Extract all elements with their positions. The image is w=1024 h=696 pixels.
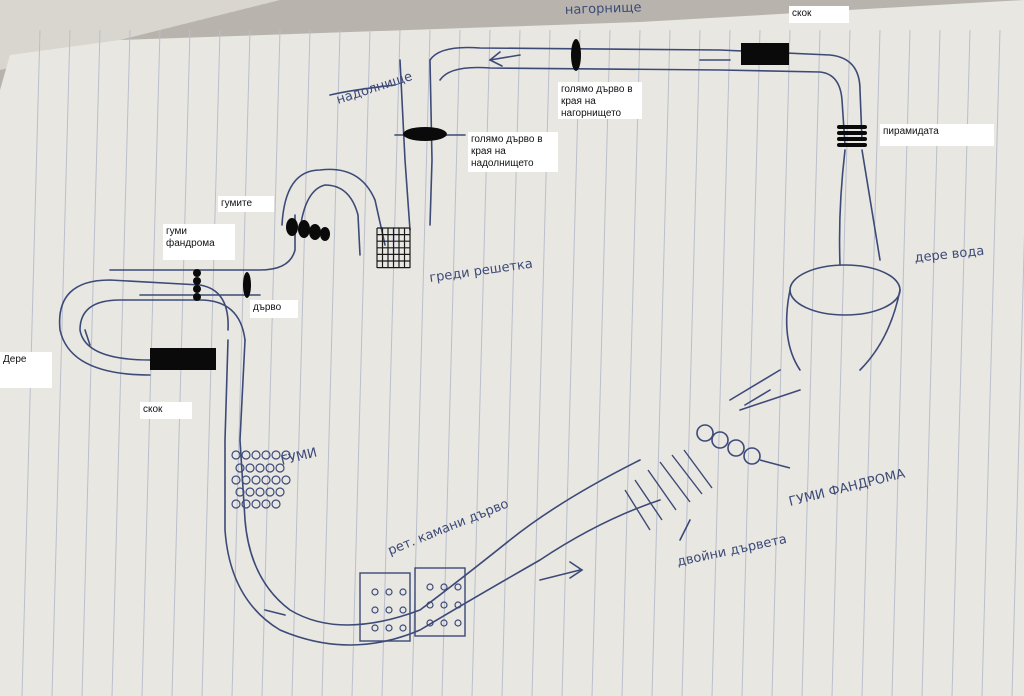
ruled-line xyxy=(51,29,71,696)
rock-circle xyxy=(385,588,393,596)
rock-circle xyxy=(454,619,462,627)
ruled-line xyxy=(681,29,701,696)
ruled-line xyxy=(441,29,461,696)
ruled-line xyxy=(321,29,341,696)
tyre-circle xyxy=(261,475,271,485)
rock-circle xyxy=(399,588,407,596)
tyres-marker xyxy=(286,218,330,241)
label-skok-top: скок xyxy=(789,6,849,23)
tyre-circle xyxy=(255,463,265,473)
rock-circle xyxy=(399,624,407,632)
rock-boxes xyxy=(359,567,466,642)
tyre-circle xyxy=(255,487,265,497)
ruled-line xyxy=(621,29,641,696)
tyre-circle xyxy=(281,450,291,460)
ruled-line xyxy=(381,29,401,696)
rock-circle xyxy=(371,606,379,614)
tyre-circle xyxy=(245,487,255,497)
label-darvo: дърво xyxy=(250,300,298,318)
rock-circle xyxy=(454,601,462,609)
ruled-line xyxy=(81,29,101,696)
rock-circle xyxy=(440,601,448,609)
tyre-circle xyxy=(265,463,275,473)
big-tree-down-marker xyxy=(403,127,447,141)
label-piramidata: пирамидата xyxy=(880,124,994,146)
tyre-circle xyxy=(241,450,251,460)
jump-top-block xyxy=(741,43,789,65)
tyre-circle xyxy=(235,487,245,497)
double-trees-hatch xyxy=(624,449,713,531)
ruled-line xyxy=(771,29,791,696)
tyre-circle xyxy=(251,499,261,509)
label-big-tree-top: голямо дърво в края на нагорнището xyxy=(558,82,642,119)
rock-circle xyxy=(385,624,393,632)
ruled-line xyxy=(111,29,131,696)
label-gumite: гумите xyxy=(218,196,274,212)
label-skok-left: скок xyxy=(140,402,192,419)
tyre-circle xyxy=(241,499,251,509)
ruled-line xyxy=(291,29,311,696)
rock-circle xyxy=(426,619,434,627)
tyre-circles xyxy=(231,450,462,632)
ruled-line xyxy=(861,29,881,696)
ruled-line xyxy=(591,29,611,696)
ruled-line xyxy=(351,29,371,696)
tyre-circle xyxy=(261,499,271,509)
ruled-line xyxy=(561,29,581,696)
ruled-line xyxy=(261,29,281,696)
tyre-circle xyxy=(241,475,251,485)
rock-circle xyxy=(440,583,448,591)
rock-circle xyxy=(454,583,462,591)
hw-dere-voda: дере вода xyxy=(914,244,985,266)
tree-marker xyxy=(243,272,251,298)
rock-circle xyxy=(385,606,393,614)
tyre-circle xyxy=(261,450,271,460)
ruled-line xyxy=(741,29,761,696)
label-big-tree-down: голямо дърво в края на надолнището xyxy=(468,132,558,172)
label-gumi-fandroma: гуми фандрома xyxy=(163,224,235,260)
grid-obstacle xyxy=(376,227,411,269)
ruled-line xyxy=(801,29,821,696)
fandroma-right-circles xyxy=(696,424,791,469)
rock-circle xyxy=(426,601,434,609)
ruled-line xyxy=(231,29,251,696)
jump-left-block xyxy=(150,348,216,370)
tyre-circle xyxy=(271,450,281,460)
rock-circle xyxy=(399,606,407,614)
ruled-line xyxy=(651,29,671,696)
rock-circle xyxy=(426,583,434,591)
ruled-line xyxy=(1011,233,1024,696)
tyre-circle xyxy=(275,463,285,473)
label-dere: Дере xyxy=(0,352,52,388)
tyre-circle xyxy=(265,487,275,497)
tyre-circle xyxy=(235,463,245,473)
tyre-circle xyxy=(231,450,241,460)
fandroma-tyres-marker xyxy=(193,269,201,301)
tyre-circle xyxy=(251,450,261,460)
hw-nagornishte: нагорнище xyxy=(565,0,642,18)
ruled-line xyxy=(711,29,731,696)
rock-circle xyxy=(371,588,379,596)
tyre-circle xyxy=(281,475,291,485)
rock-circle xyxy=(440,619,448,627)
ruled-line xyxy=(981,29,1001,696)
tyre-circle xyxy=(231,475,241,485)
tyre-circle xyxy=(275,487,285,497)
tyre-circle xyxy=(271,475,281,485)
tyre-circle xyxy=(251,475,261,485)
tyre-circle xyxy=(271,499,281,509)
tyre-circle xyxy=(245,463,255,473)
pyramid-marker xyxy=(837,125,867,147)
tyre-circle xyxy=(231,499,241,509)
rock-circle xyxy=(371,624,379,632)
big-tree-top-marker xyxy=(571,39,581,71)
